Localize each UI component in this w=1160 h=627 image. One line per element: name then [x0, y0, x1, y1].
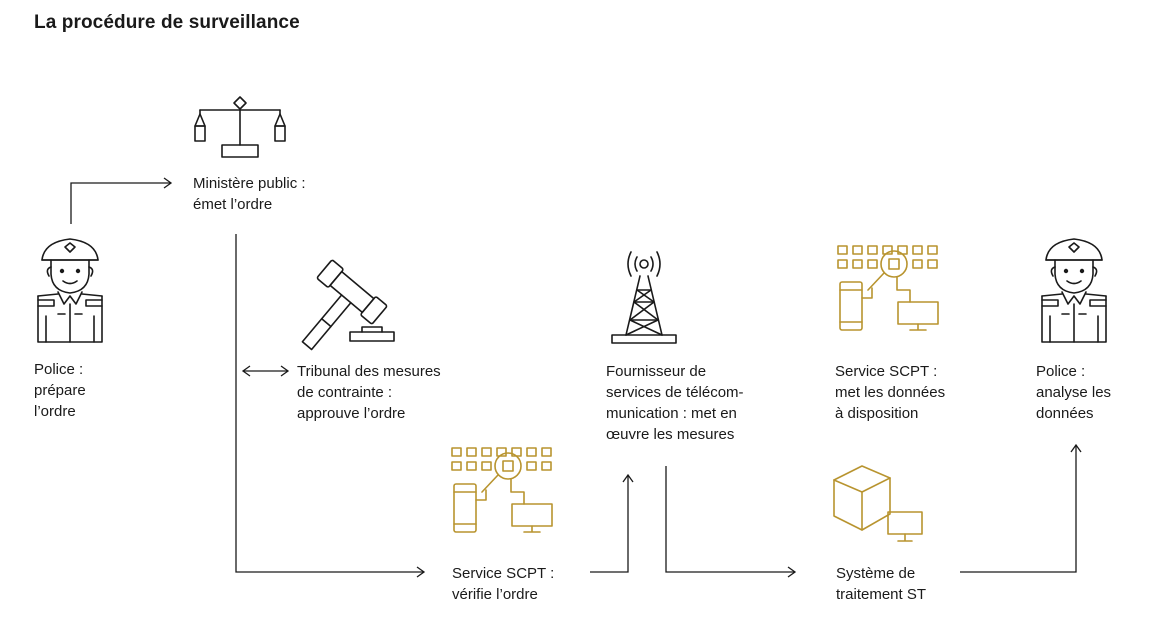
label-line: l’ordre	[34, 403, 76, 420]
scales-of-justice-icon	[194, 96, 286, 158]
label-scpt-dispose: Service SCPT : met les données à disposi…	[835, 361, 945, 424]
gavel-icon	[301, 259, 395, 351]
label-scpt-verifie: Service SCPT : vérifie l’ordre	[452, 563, 554, 605]
arrow-police-to-ministere	[70, 182, 171, 224]
label-line: prépare	[34, 382, 86, 399]
label-line: œuvre les mesures	[606, 426, 735, 443]
label-line: traitement ST	[836, 586, 927, 603]
label-line: de contrainte :	[297, 384, 393, 401]
processing-box-icon	[833, 465, 923, 542]
surveillance-system-icon	[451, 447, 553, 533]
label-tribunal: Tribunal des mesures de contrainte : app…	[297, 361, 441, 424]
label-line: met les données	[835, 384, 946, 401]
label-line: Tribunal des mesures	[297, 363, 441, 380]
diagram-title: La procédure de surveillance	[34, 12, 300, 33]
label-line: Ministère public :	[193, 175, 306, 192]
label-line: émet l’ordre	[193, 196, 273, 213]
arrow-fournisseur-to-systeme	[665, 466, 795, 573]
connector-lines	[70, 177, 1082, 578]
label-line: munication : met en	[606, 405, 737, 422]
label-line: vérifie l’ordre	[452, 586, 538, 603]
label-line: Service SCPT :	[452, 565, 555, 582]
label-line: analyse les	[1036, 384, 1112, 401]
arrow-systeme-to-police	[960, 445, 1077, 573]
arrow-ministere-to-scpt	[235, 234, 424, 573]
label-line: approuve l’ordre	[297, 405, 406, 422]
label-line: à disposition	[835, 405, 919, 422]
label-police-analyse: Police : analyse les données	[1036, 361, 1111, 424]
label-systeme-st: Système de traitement ST	[836, 563, 926, 605]
surveillance-system-icon	[837, 245, 939, 331]
label-line: Service SCPT :	[835, 363, 938, 380]
label-ministere-public: Ministère public : émet l’ordre	[193, 173, 306, 215]
antenna-tower-icon	[611, 251, 677, 344]
label-line: données	[1036, 405, 1094, 422]
label-line: services de télécom-	[606, 384, 744, 401]
arrow-scpt-to-fournisseur	[590, 475, 629, 573]
label-police-prepare: Police : prépare l’ordre	[34, 359, 86, 422]
label-line: Fournisseur de	[606, 363, 707, 380]
label-line: Police :	[34, 361, 84, 378]
label-line: Système de	[836, 565, 916, 582]
police-officer-icon	[1041, 238, 1107, 343]
label-fournisseur: Fournisseur de services de télécom- muni…	[606, 361, 744, 445]
police-officer-icon	[37, 238, 103, 343]
label-line: Police :	[1036, 363, 1086, 380]
